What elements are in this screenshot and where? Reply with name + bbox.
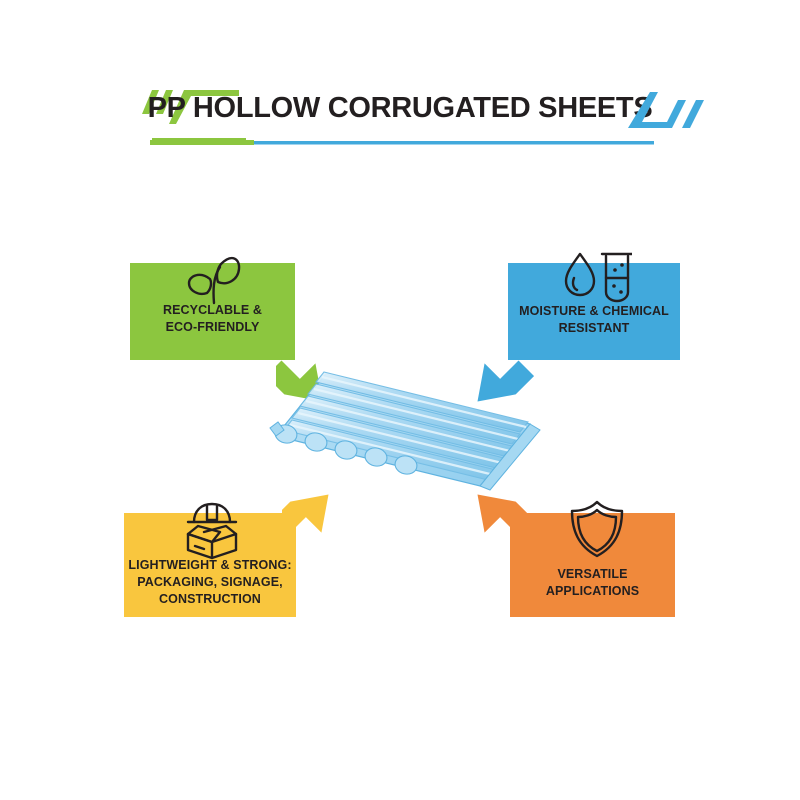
feature-label-versatile: VERSATILE APPLICATIONS — [545, 567, 640, 598]
feature-box-recyclable[interactable]: RECYCLABLE & ECO-FRIENDLY — [130, 263, 295, 360]
feature-box-moisture[interactable]: MOISTURE & CHEMICAL RESISTANT — [508, 263, 680, 360]
feature-label-recyclable: RECYCLABLE & ECO-FRIENDLY — [162, 303, 263, 334]
page-title: PP HOLLOW CORRUGATED SHEETS — [147, 92, 653, 124]
title-block: PP HOLLOW CORRUGATED SHEETS — [0, 78, 800, 156]
feature-label-moisture: MOISTURE & CHEMICAL RESISTANT — [519, 304, 669, 335]
feature-box-versatile[interactable]: VERSATILE APPLICATIONS — [510, 513, 675, 617]
feature-label-lightweight: LIGHTWEIGHT & STRONG: PACKAGING, SIGNAGE… — [128, 558, 292, 606]
title-underline — [150, 140, 654, 145]
pp-hollow-corrugated-sheet-illustration — [269, 371, 541, 491]
feature-box-lightweight[interactable]: LIGHTWEIGHT & STRONG: PACKAGING, SIGNAGE… — [124, 513, 296, 617]
